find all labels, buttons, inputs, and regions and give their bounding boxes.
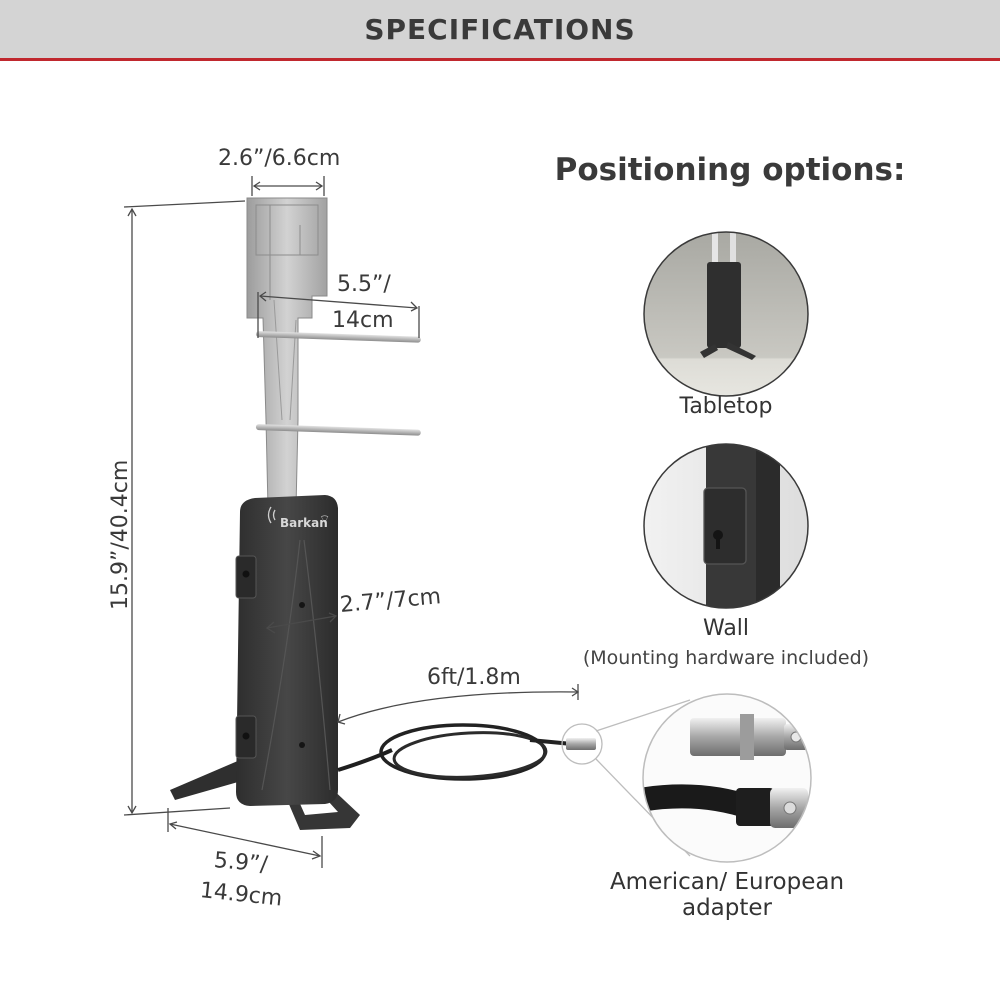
antenna-element — [246, 197, 421, 509]
cable-length-label: 6ft/1.8m — [427, 665, 521, 690]
adapter-photo — [642, 693, 812, 863]
wall-label: Wall — [702, 616, 750, 641]
tabletop-label: Tabletop — [679, 394, 773, 419]
antenna-body — [235, 495, 338, 806]
coax-cable — [337, 723, 596, 781]
header-bar: SPECIFICATIONS — [0, 0, 1000, 61]
brand-logo: Barkan — [280, 516, 328, 530]
adapter-label-line2: adapter — [681, 895, 772, 921]
wall-photo — [643, 443, 809, 609]
element-width-label-line2: 14cm — [332, 308, 394, 333]
base-width-label-line1: 5.9”/ — [212, 848, 269, 878]
tabletop-photo — [643, 231, 809, 397]
element-width-label-line1: 5.5”/ — [337, 272, 391, 297]
page-title: SPECIFICATIONS — [364, 12, 636, 46]
adapter-label-line1: American/ European — [609, 869, 845, 895]
height-label: 15.9”/40.4cm — [108, 459, 133, 610]
adapter-zoom-lines — [561, 699, 691, 857]
positioning-title: Positioning options: — [554, 152, 906, 188]
top-width-label: 2.6”/6.6cm — [218, 146, 341, 171]
dimension-lines — [123, 176, 580, 868]
brand-logo-icon: ⌔ — [319, 512, 331, 526]
wall-note: (Mounting hardware included) — [582, 647, 870, 669]
